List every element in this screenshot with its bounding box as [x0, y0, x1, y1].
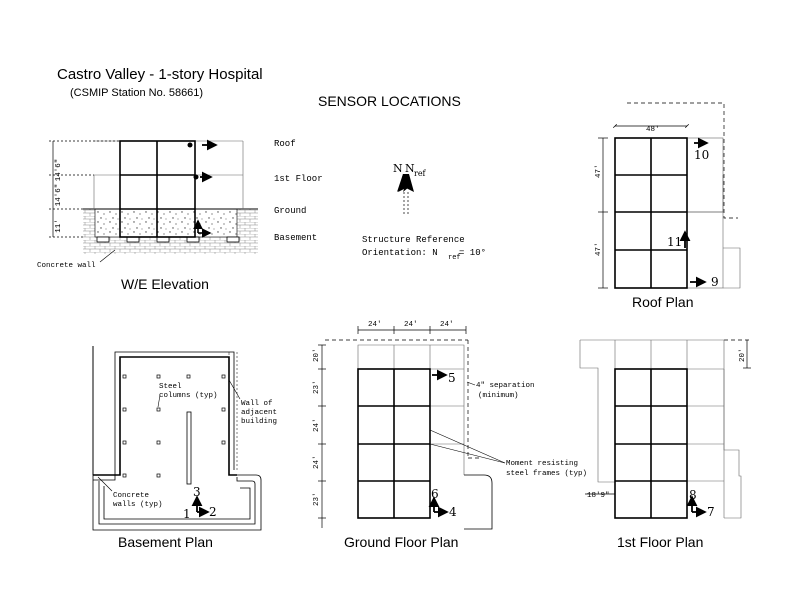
- basement-plan-caption: Basement Plan: [118, 534, 213, 550]
- concrete-walls-note-2: walls (typ): [113, 501, 163, 509]
- orientation-value: = 10°: [459, 248, 486, 258]
- separation-note-1: 4" separation: [476, 382, 535, 390]
- nref-subscript: ref: [414, 169, 427, 178]
- elevation-caption: W/E Elevation: [121, 276, 209, 292]
- ground-dim-bay-3: 24': [440, 321, 454, 329]
- north-label: N: [393, 162, 403, 175]
- sensor-8-label: 8: [689, 488, 697, 502]
- first-dim-setback: 20': [739, 348, 747, 362]
- ground-floor-plan-caption: Ground Floor Plan: [344, 534, 458, 550]
- sensor-6-label: 6: [431, 487, 439, 501]
- ground-floor-plan-drawing: [318, 326, 506, 530]
- level-ground-label: Ground: [274, 206, 306, 216]
- ground-dim-row-1: 20': [313, 348, 321, 362]
- structure-reference-label: Structure Reference: [362, 235, 465, 245]
- page-title: Castro Valley - 1-story Hospital: [57, 66, 263, 83]
- first-dim-overhang: 18'9": [587, 492, 610, 500]
- roof-plan-drawing: [598, 102, 741, 289]
- first-floor-plan-drawing: [579, 339, 751, 519]
- ground-dim-row-4: 24': [313, 455, 321, 469]
- sensor-5-label: 5: [448, 371, 456, 385]
- sensor-2-label: 2: [209, 505, 217, 519]
- elevation-dim-upper: 14'6": [55, 159, 63, 182]
- sensor-10-label: 10: [694, 148, 709, 162]
- sensor-1-label: 1: [183, 507, 191, 521]
- adjacent-wall-note-1: Wall of: [241, 400, 273, 408]
- elevation-dim-lower: 11': [55, 219, 63, 233]
- ground-dim-bay-2: 24': [404, 321, 418, 329]
- roof-plan-caption: Roof Plan: [632, 294, 693, 310]
- sensor-7-label: 7: [707, 505, 715, 519]
- first-floor-plan-caption: 1st Floor Plan: [617, 534, 703, 550]
- concrete-wall-note: Concrete wall: [37, 262, 96, 270]
- steel-columns-note-1: Steel: [159, 383, 182, 391]
- ground-dim-row-3: 24': [313, 418, 321, 432]
- sensor-3-label: 3: [193, 485, 201, 499]
- station-number: (CSMIP Station No. 58661): [70, 87, 203, 99]
- sensor-locations-heading: SENSOR LOCATIONS: [318, 93, 461, 109]
- elevation-dim-middle: 14'6": [55, 184, 63, 207]
- ground-dim-bay-1: 24': [368, 321, 382, 329]
- north-arrow-icon: [397, 174, 414, 215]
- steel-columns-note-2: columns (typ): [159, 392, 218, 400]
- ground-dim-row-5: 23': [313, 492, 321, 506]
- nref-label: N: [405, 162, 415, 175]
- basement-plan-drawing: [92, 346, 262, 531]
- sensor-4-label: 4: [449, 505, 457, 519]
- orientation-subscript: ref: [448, 254, 461, 262]
- adjacent-wall-note-2: adjacent: [241, 409, 277, 417]
- separation-note-2: (minimum): [478, 392, 519, 400]
- concrete-walls-note-1: Concrete: [113, 492, 149, 500]
- level-1st-floor-label: 1st Floor: [274, 174, 323, 184]
- level-roof-label: Roof: [274, 139, 296, 149]
- roof-dim-lower: 47': [595, 242, 603, 256]
- moment-frames-note-2: steel frames (typ): [506, 470, 587, 478]
- sensor-11-label: 11: [667, 235, 682, 249]
- adjacent-wall-note-3: building: [241, 418, 277, 426]
- level-basement-label: Basement: [274, 233, 317, 243]
- moment-frames-note-1: Moment resisting: [506, 460, 578, 468]
- roof-dim-upper: 47': [595, 164, 603, 178]
- orientation-pre: Orientation: N: [362, 248, 438, 258]
- roof-dim-width: 48': [646, 126, 660, 134]
- elevation-drawing: [49, 139, 258, 263]
- sensor-9-label: 9: [711, 275, 719, 289]
- ground-dim-row-2: 23': [313, 380, 321, 394]
